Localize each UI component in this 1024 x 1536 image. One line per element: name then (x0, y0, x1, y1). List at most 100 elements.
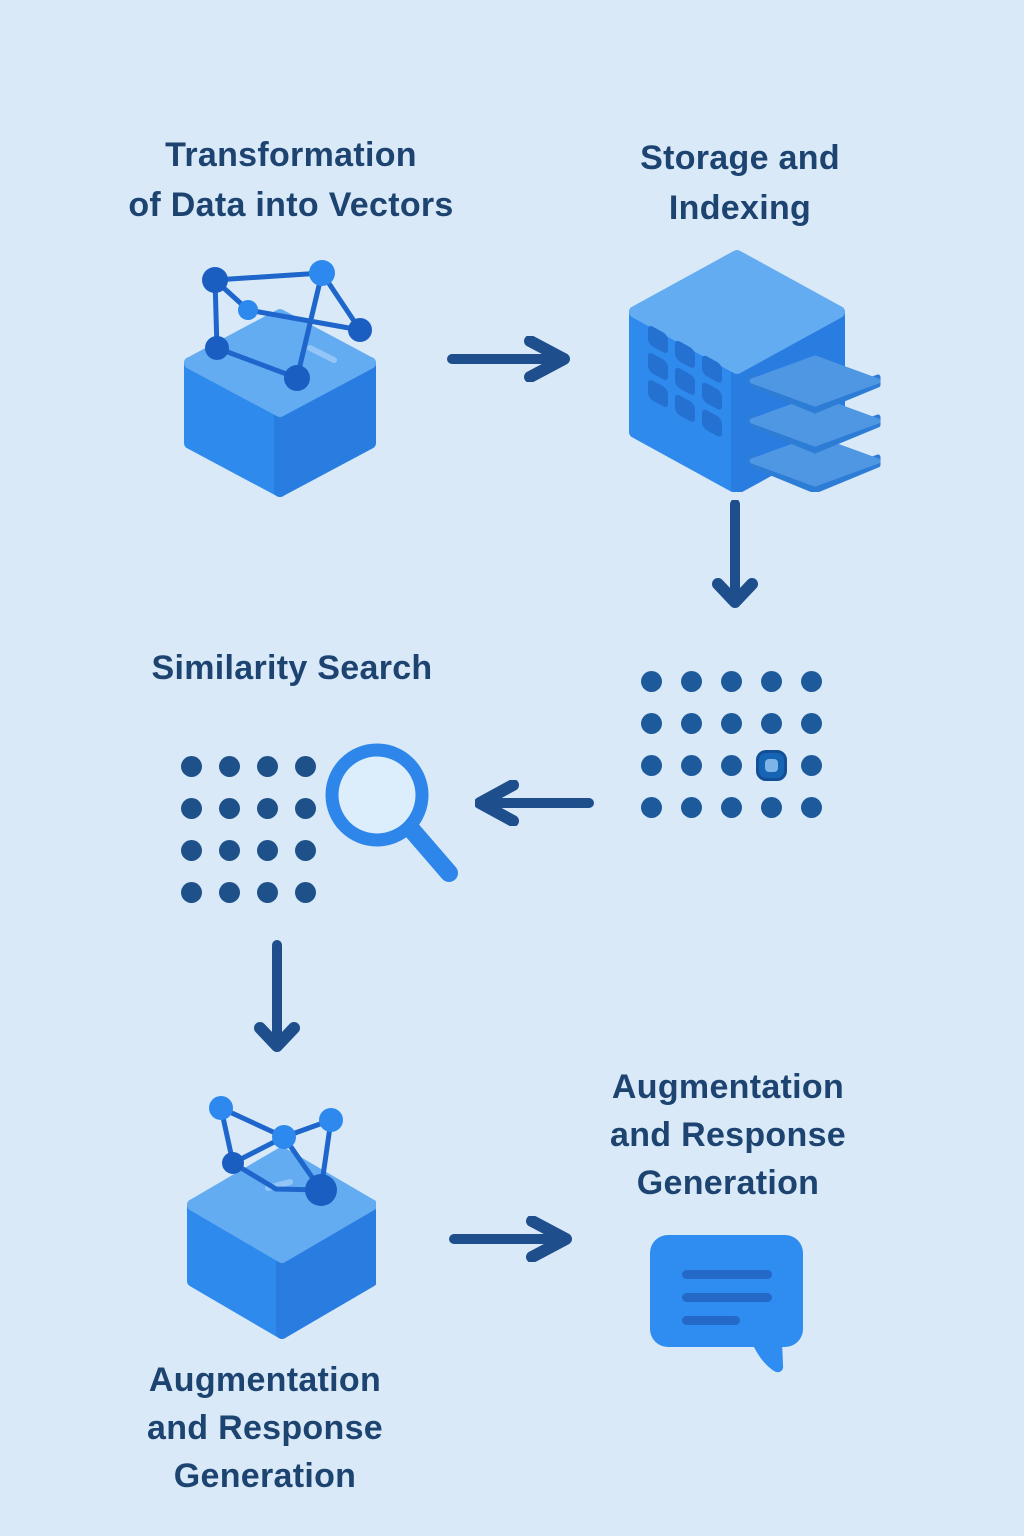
title-line: and Response (610, 1116, 846, 1154)
vector-dot (641, 797, 662, 818)
vector-dot-cell (257, 882, 278, 903)
vector-cube-icon (187, 1096, 376, 1339)
similarity-dot-grid-icon (181, 756, 316, 903)
vector-dot (801, 797, 822, 818)
highlight-inner-square (765, 759, 778, 772)
highlighted-vector-square (756, 750, 787, 781)
title-line: Indexing (668, 189, 812, 227)
network-graph (202, 260, 372, 391)
vector-dot (801, 713, 822, 734)
vector-dot-cell (721, 671, 742, 692)
dot-grid-with-highlight-icon (641, 671, 822, 818)
vector-dot (295, 840, 316, 861)
vector-dot-cell (801, 755, 822, 776)
vector-dot-cell (181, 798, 202, 819)
vector-dot-cell (681, 671, 702, 692)
vector-dot-cell (801, 797, 822, 818)
title-line: Storage and (640, 139, 840, 177)
index-grid (648, 326, 722, 437)
vector-dot-cell (219, 756, 240, 777)
arrow-left-icon (475, 780, 594, 826)
title-transformation: Transformation of Data into Vectors (71, 130, 511, 230)
vector-dot (257, 756, 278, 777)
vector-dot (801, 755, 822, 776)
vector-dot (761, 797, 782, 818)
vector-dot (295, 882, 316, 903)
vector-dot (257, 882, 278, 903)
vector-dot-cell (295, 756, 316, 777)
vector-dot-cell (756, 750, 787, 781)
vector-dot (181, 882, 202, 903)
vector-dot-cell (219, 840, 240, 861)
title-line: and Response (147, 1409, 383, 1447)
vector-dot (295, 756, 316, 777)
chat-bubble-icon (650, 1235, 803, 1373)
vector-dot-cell (219, 882, 240, 903)
vector-dot (721, 713, 742, 734)
vector-dot-cell (761, 797, 782, 818)
vector-dot (681, 713, 702, 734)
vector-dot-cell (721, 713, 742, 734)
vector-dot (681, 671, 702, 692)
vector-dot-cell (641, 755, 662, 776)
vector-dot (641, 755, 662, 776)
vector-dot-cell (181, 756, 202, 777)
vector-dot (181, 798, 202, 819)
vector-dot (761, 671, 782, 692)
vector-dot-cell (641, 671, 662, 692)
vector-dot (721, 797, 742, 818)
vector-dot-cell (641, 713, 662, 734)
title-augmentation-right: Augmentation and Response Generation (558, 1063, 898, 1207)
vector-dot-cell (295, 882, 316, 903)
vector-dot-cell (295, 798, 316, 819)
vector-dot-cell (219, 798, 240, 819)
vector-dot-cell (721, 797, 742, 818)
network-graph (209, 1096, 343, 1206)
title-line: Augmentation (148, 1361, 382, 1399)
vector-dot (219, 756, 240, 777)
title-line: Generation (173, 1457, 357, 1495)
title-augmentation-left: Augmentation and Response Generation (75, 1356, 455, 1500)
vector-dot (181, 756, 202, 777)
arrow-right-icon (449, 1216, 572, 1262)
arrow-down-icon (712, 500, 758, 608)
vector-dot-cell (641, 797, 662, 818)
title-line: Generation (636, 1164, 820, 1202)
vector-dot-cell (181, 840, 202, 861)
vector-dot-cell (761, 713, 782, 734)
vector-dot (219, 882, 240, 903)
vector-dot-cell (721, 755, 742, 776)
title-line: of Data into Vectors (128, 186, 454, 224)
vector-cube-icon (184, 260, 376, 497)
vector-dot-cell (681, 797, 702, 818)
vector-dot (681, 755, 702, 776)
title-storage-indexing: Storage and Indexing (590, 133, 890, 233)
title-line: Transformation (165, 136, 417, 174)
magnifier-icon (325, 743, 458, 882)
title-line: Similarity Search (151, 649, 433, 687)
vector-dot-cell (257, 798, 278, 819)
database-cube-icon (629, 250, 881, 492)
vector-dot (219, 840, 240, 861)
title-line: Augmentation (611, 1068, 845, 1106)
vector-dot-cell (801, 671, 822, 692)
vector-dot (721, 671, 742, 692)
vector-dot-cell (761, 671, 782, 692)
vector-dot (181, 840, 202, 861)
arrow-right-icon (447, 336, 570, 382)
vector-dot (219, 798, 240, 819)
vector-dot-cell (257, 840, 278, 861)
vector-dot-cell (681, 713, 702, 734)
vector-dot (801, 671, 822, 692)
arrow-down-icon (254, 940, 300, 1052)
vector-dot (641, 713, 662, 734)
vector-dot (721, 755, 742, 776)
vector-dot (295, 798, 316, 819)
vector-dot-cell (681, 755, 702, 776)
vector-dot-cell (257, 756, 278, 777)
title-similarity-search: Similarity Search (92, 643, 492, 693)
vector-dot (641, 671, 662, 692)
vector-dot-cell (181, 882, 202, 903)
vector-dot (681, 797, 702, 818)
